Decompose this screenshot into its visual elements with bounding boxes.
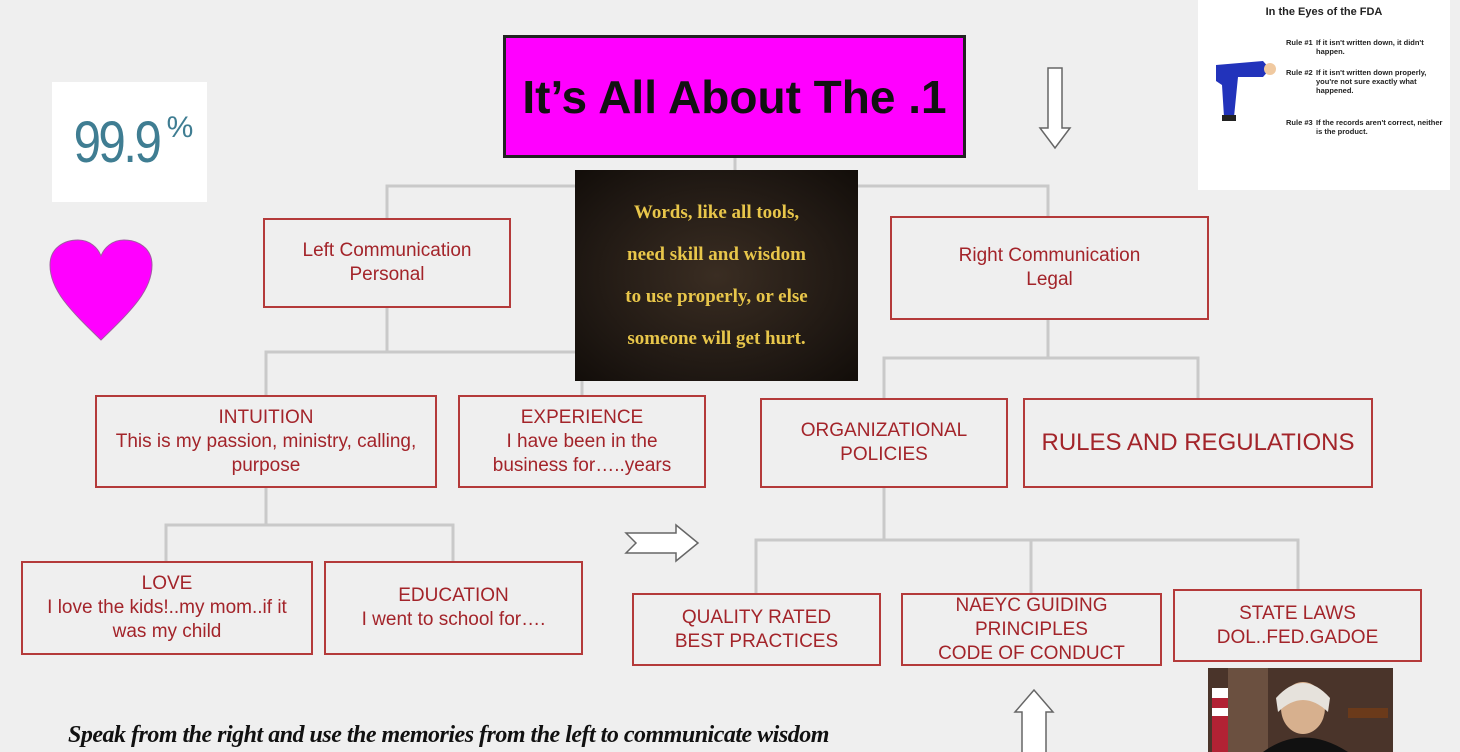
- quote-image: Words, like all tools, need skill and wi…: [575, 170, 858, 381]
- fda-slide-title: In the Eyes of the FDA: [1265, 6, 1383, 18]
- percent-badge: 99.9%: [52, 82, 207, 202]
- percent-number: 99.9: [73, 109, 161, 175]
- node-love: LOVE I love the kids!..my mom..if it was…: [21, 561, 313, 655]
- node-quality-rated: QUALITY RATED BEST PRACTICES: [632, 593, 881, 666]
- page-title: It’s All About The .1: [503, 35, 966, 158]
- judge-photo: [1208, 668, 1393, 752]
- up-arrow-icon: [1013, 688, 1055, 752]
- node-state-laws: STATE LAWS DOL..FED.GADOE: [1173, 589, 1422, 662]
- node-rules-and-regulations: RULES AND REGULATIONS: [1023, 398, 1373, 488]
- node-experience: EXPERIENCE I have been in the business f…: [458, 395, 706, 488]
- judge-illustration: [1208, 668, 1393, 752]
- node-organizational-policies: ORGANIZATIONAL POLICIES: [760, 398, 1008, 488]
- bottom-caption: Speak from the right and use the memorie…: [68, 722, 829, 748]
- node-naeyc: NAEYC GUIDING PRINCIPLES CODE OF CONDUCT: [901, 593, 1162, 666]
- down-arrow-icon: [1038, 67, 1072, 150]
- node-right-communication: Right Communication Legal: [890, 216, 1209, 320]
- heart-icon: [49, 239, 153, 341]
- node-education: EDUCATION I went to school for….: [324, 561, 583, 655]
- quote-line: someone will get hurt.: [627, 327, 806, 349]
- node-intuition: INTUITION This is my passion, ministry, …: [95, 395, 437, 488]
- quote-line: need skill and wisdom: [627, 243, 806, 265]
- quote-line: Words, like all tools,: [633, 201, 800, 223]
- bowing-figure-icon: [1216, 61, 1276, 121]
- quote-line: to use properly, or else: [625, 285, 808, 307]
- percent-symbol: %: [166, 111, 194, 144]
- right-arrow-icon: [624, 523, 700, 563]
- node-left-communication: Left Communication Personal: [263, 218, 511, 308]
